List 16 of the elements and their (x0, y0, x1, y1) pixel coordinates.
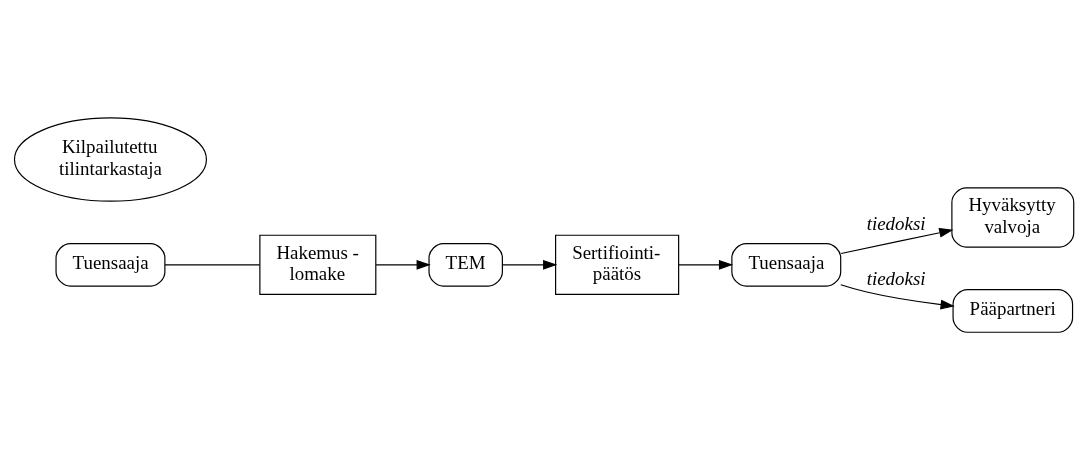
node-ellipse: Kilpailutettu tilintarkastaja (13, 116, 207, 202)
arrow (678, 259, 734, 270)
arrow (840, 227, 954, 254)
edge-label: tiedoksi (866, 267, 926, 289)
node-box: Pääpartneri (952, 288, 1074, 333)
arrow (840, 283, 955, 310)
arrow (502, 259, 558, 270)
connector (164, 263, 261, 265)
node-box: TEM (428, 242, 503, 287)
node-box: Hyväksytty valvoja (951, 186, 1075, 248)
node-box: Tuensaaja (731, 242, 842, 287)
node-box: Hakemus - lomake (259, 234, 377, 295)
node-box: Tuensaaja (55, 242, 166, 287)
edge-label: tiedoksi (866, 212, 926, 234)
node-box: Sertifiointi- päätös (555, 234, 680, 295)
arrow (375, 259, 431, 270)
